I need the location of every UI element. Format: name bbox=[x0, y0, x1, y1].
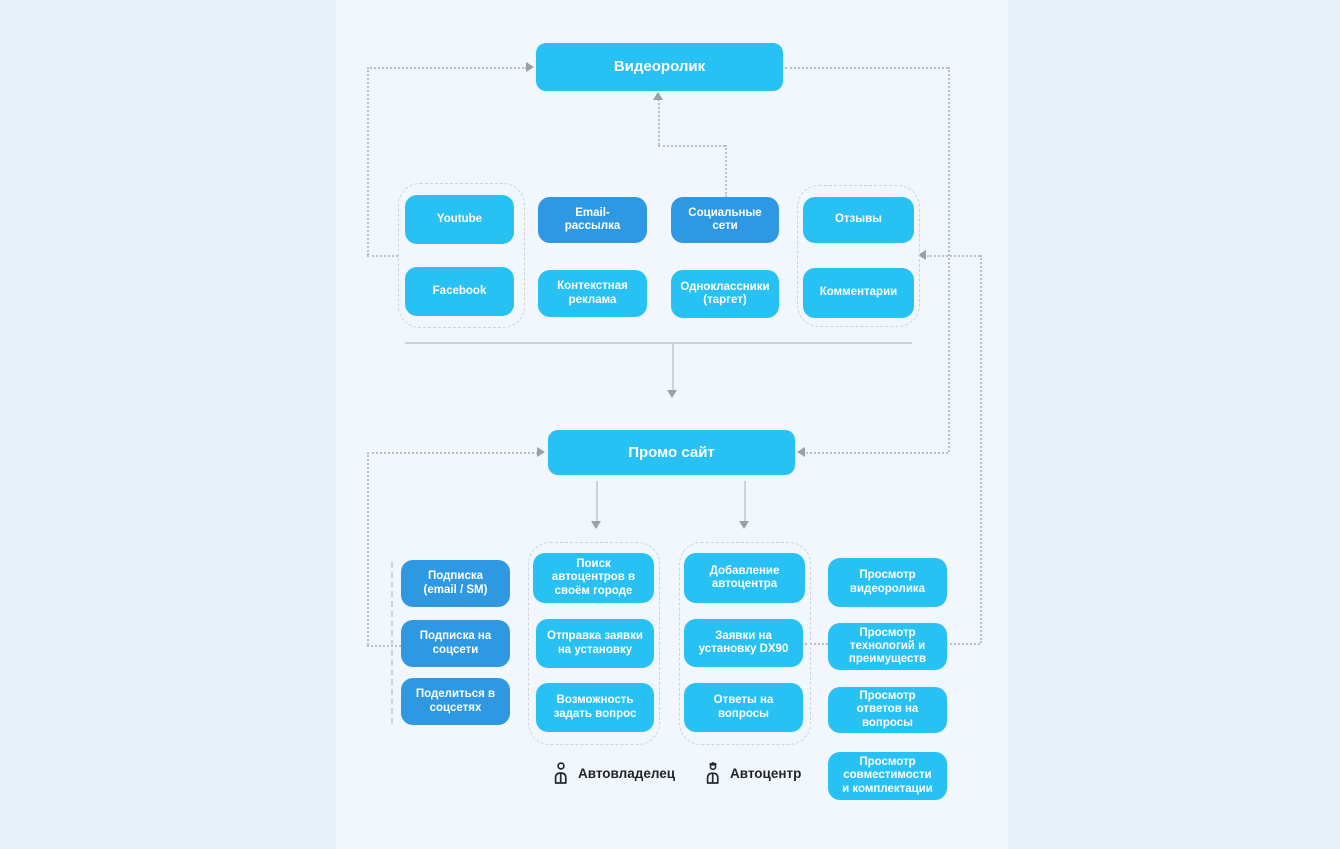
node-kommentarii: Комментарии bbox=[803, 268, 914, 318]
connector-socseti-to-video-horizontal bbox=[658, 145, 725, 147]
node-prosmotr-otvetov: Просмотр ответов на вопросы bbox=[828, 687, 947, 733]
connector-left-loop-to-video bbox=[367, 67, 527, 69]
legend-car-center-label: Автоцентр bbox=[730, 765, 802, 781]
node-odnoklassniki: Одноклассники (таргет) bbox=[671, 270, 779, 318]
arrowhead-into-otzyvy-group bbox=[918, 250, 926, 260]
connector-left-loop-to-youtube-group bbox=[367, 255, 398, 257]
connector-promo-to-owner-group bbox=[596, 481, 598, 523]
arrowhead-into-video-left bbox=[526, 62, 534, 72]
legend-car-owner: Автовладелец bbox=[552, 762, 675, 784]
group-youtube-facebook bbox=[398, 183, 525, 328]
connector-socseti-to-video-vertical bbox=[658, 99, 660, 145]
legend-car-center: Автоцентр bbox=[704, 762, 801, 784]
arrowhead-down-owner-group bbox=[591, 521, 601, 529]
connector-right-vertical-zayavki-otzyvy bbox=[980, 255, 982, 643]
connector-video-to-right bbox=[785, 67, 948, 69]
group-otzyvy-kommentarii bbox=[797, 185, 920, 327]
legend-car-owner-label: Автовладелец bbox=[578, 765, 676, 781]
node-vozmozhnost-vopros: Возможность задать вопрос bbox=[536, 683, 654, 732]
node-otpravka-zayavki: Отправка заявки на установку bbox=[536, 619, 654, 668]
connector-into-otzyvy-group bbox=[927, 255, 980, 257]
node-sotsialnye-seti: Социальные сети bbox=[671, 197, 779, 243]
node-otzyvy: Отзывы bbox=[803, 197, 914, 243]
arrowhead-down-center-group bbox=[739, 521, 749, 529]
connector-left-into-promo bbox=[367, 452, 538, 454]
node-podpiska-socseti: Подписка на соцсети bbox=[401, 620, 510, 667]
node-poisk-avtocentrov: Поиск автоцентров в своём городе bbox=[533, 553, 654, 603]
arrowhead-into-promo-left bbox=[537, 447, 545, 457]
node-prosmotr-tehnologiy: Просмотр технологий и преимуществ bbox=[828, 623, 947, 670]
connector-right-into-promo bbox=[806, 452, 948, 454]
node-promo-site: Промо сайт bbox=[548, 430, 795, 475]
node-videorolik: Видеоролик bbox=[536, 43, 783, 91]
node-youtube: Youtube bbox=[405, 195, 514, 244]
connector-left-loop-vertical bbox=[367, 67, 369, 255]
connector-right-vertical-video-promo bbox=[948, 67, 950, 452]
arrowhead-into-promo-right bbox=[797, 447, 805, 457]
node-prosmotr-sovmestimosti: Просмотр совместимости и комплектации bbox=[828, 752, 947, 800]
node-prosmotr-videorolika: Просмотр видеоролика bbox=[828, 558, 947, 607]
node-zayavki-dx90: Заявки на установку DX90 bbox=[684, 619, 803, 667]
person-icon bbox=[552, 762, 569, 784]
node-podpiska-email: Подписка (email / SM) bbox=[401, 560, 510, 607]
arrowhead-down-to-promo bbox=[667, 390, 677, 398]
connector-left-to-podpiska bbox=[367, 645, 401, 647]
node-kontekstnaya-reklama: Контекстная реклама bbox=[538, 270, 647, 317]
group-car-center-actions bbox=[679, 542, 811, 745]
node-podelitsya-socsetyah: Поделиться в соцсетях bbox=[401, 678, 510, 725]
group-car-owner-actions bbox=[528, 542, 660, 745]
connector-channels-to-promo bbox=[672, 342, 674, 392]
node-facebook: Facebook bbox=[405, 267, 514, 316]
arrowhead-into-video-bottom bbox=[653, 92, 663, 100]
node-email-rassylka: Email- рассылка bbox=[538, 197, 647, 243]
person-cap-icon bbox=[704, 762, 721, 784]
connector-podpiska-bus bbox=[391, 562, 393, 724]
connector-promo-to-center-group bbox=[744, 481, 746, 523]
connector-socseti-top-vertical bbox=[725, 145, 727, 197]
node-dobavlenie-avtocentra: Добавление автоцентра bbox=[684, 553, 805, 603]
divider-line-channels bbox=[405, 342, 912, 344]
connector-left-vertical-podpiska-promo bbox=[367, 452, 369, 645]
node-otvety-voprosy: Ответы на вопросы bbox=[684, 683, 803, 732]
